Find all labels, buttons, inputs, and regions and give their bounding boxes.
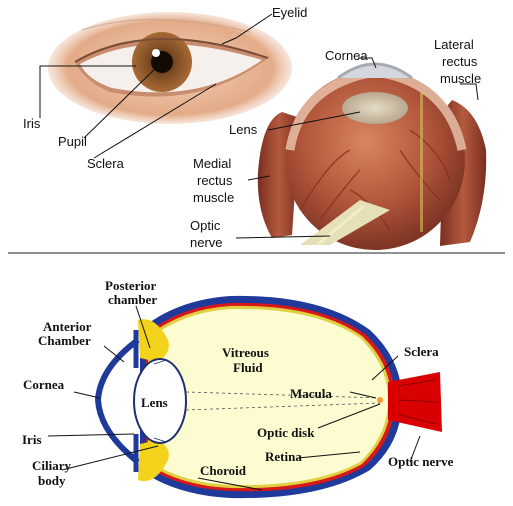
- label-medial-rectus-3: muscle: [193, 190, 234, 205]
- label-posterior-chamber-2: chamber: [108, 292, 157, 307]
- bottom-panel: Posterior chamber Anterior Chamber Corne…: [22, 278, 454, 499]
- label-medial-rectus-1: Medial: [193, 156, 231, 171]
- label-vitreous-2: Fluid: [233, 360, 263, 375]
- vitreous-body: [150, 308, 388, 486]
- label-optic-nerve-top-1: Optic: [190, 218, 221, 233]
- ciliary-upper: [138, 319, 169, 362]
- cornea-illustration: [337, 62, 413, 80]
- top-panel: Eyelid Cornea Lateral rectus muscle Iris…: [23, 5, 487, 250]
- ciliary-lower: [138, 440, 169, 482]
- label-anterior-chamber-2: Chamber: [38, 333, 91, 348]
- label-cornea-bottom: Cornea: [23, 377, 65, 392]
- label-optic-nerve-top-2: nerve: [190, 235, 223, 250]
- label-sclera-bottom: Sclera: [404, 344, 439, 359]
- label-iris-bottom: Iris: [22, 432, 42, 447]
- label-cornea-top: Cornea: [325, 48, 368, 63]
- label-lateral-rectus-3: muscle: [440, 71, 481, 86]
- label-lateral-rectus-1: Lateral: [434, 37, 474, 52]
- external-eye-illustration: [48, 12, 292, 124]
- label-anterior-chamber-1: Anterior: [43, 319, 92, 334]
- label-eyelid: Eyelid: [272, 5, 307, 20]
- cornea-shape: [94, 337, 140, 465]
- label-lateral-rectus-2: rectus: [442, 54, 478, 69]
- label-medial-rectus-2: rectus: [197, 173, 233, 188]
- label-ciliary-body-2: body: [38, 473, 66, 488]
- eyeball-cross-section: [257, 62, 487, 250]
- label-lens-top: Lens: [229, 122, 258, 137]
- label-optic-disk: Optic disk: [257, 425, 315, 440]
- eye-schematic: [94, 295, 442, 499]
- label-sclera-top: Sclera: [87, 156, 125, 171]
- top-leader-lines: [39, 13, 479, 239]
- label-posterior-chamber-1: Posterior: [105, 278, 156, 293]
- lens-illustration: [342, 92, 408, 124]
- label-optic-nerve-bottom: Optic nerve: [388, 454, 454, 469]
- label-retina: Retina: [265, 449, 302, 464]
- label-pupil: Pupil: [58, 134, 87, 149]
- label-vitreous-1: Vitreous: [222, 345, 269, 360]
- label-choroid: Choroid: [200, 463, 247, 478]
- optic-nerve-shape: [388, 372, 442, 432]
- bottom-leader-lines: [47, 305, 421, 491]
- macula-dot: [377, 397, 383, 403]
- label-macula: Macula: [290, 386, 332, 401]
- label-lens-bottom: Lens: [141, 395, 168, 410]
- label-ciliary-body-1: Ciliary: [32, 458, 71, 473]
- label-iris-top: Iris: [23, 116, 41, 131]
